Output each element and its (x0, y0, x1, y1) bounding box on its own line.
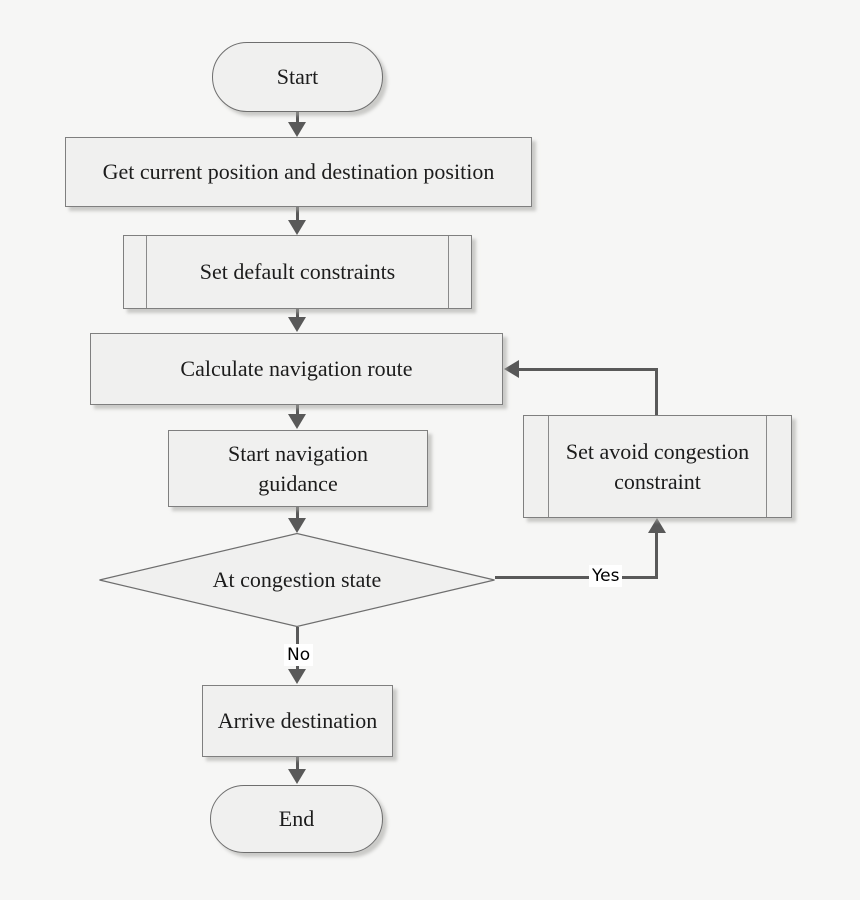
edge-label-yes: Yes (589, 565, 623, 587)
node-start-label: Start (276, 64, 319, 89)
node-set-avoid-constraint: Set avoid congestion constraint (523, 415, 792, 518)
arrowhead-down-icon (288, 669, 306, 684)
node-arrive-destination-label: Arrive destination (217, 708, 378, 733)
arrowhead-left-icon (504, 360, 519, 378)
arrowhead-down-icon (288, 518, 306, 533)
arrowhead-down-icon (288, 414, 306, 429)
node-set-avoid-constraint-label: Set avoid congestion constraint (565, 438, 750, 494)
connector-get-to-setdefault (296, 207, 299, 221)
edge-label-no: No (284, 644, 314, 666)
arrowhead-down-icon (288, 122, 306, 137)
connector-start-to-get (296, 112, 299, 124)
node-arrive-destination: Arrive destination (202, 685, 393, 757)
node-start-guidance: Start navigation guidance (168, 430, 428, 507)
connector-yes-horizontal (495, 576, 658, 579)
arrowhead-down-icon (288, 317, 306, 332)
arrowhead-up-icon (648, 518, 666, 533)
node-calculate-route-label: Calculate navigation route (180, 356, 413, 381)
node-start: Start (212, 42, 383, 112)
node-set-default-constraints: Set default constraints (123, 235, 472, 309)
node-get-position: Get current position and destination pos… (65, 137, 532, 207)
connector-guidance-to-decision (296, 507, 299, 519)
arrowhead-down-icon (288, 220, 306, 235)
node-calculate-route: Calculate navigation route (90, 333, 503, 405)
connector-return-vertical (655, 370, 658, 415)
connector-arrive-to-end (296, 757, 299, 770)
node-end: End (210, 785, 383, 853)
node-congestion-decision-label: At congestion state (212, 567, 382, 592)
connector-calc-to-guidance (296, 405, 299, 415)
connector-yes-vertical (655, 532, 658, 579)
connector-return-horizontal (517, 368, 658, 371)
node-end-label: End (278, 806, 315, 831)
node-congestion-decision: At congestion state (99, 533, 495, 627)
node-set-default-constraints-label: Set default constraints (199, 259, 396, 284)
decision-diamond-shape (99, 533, 495, 627)
connector-setdefault-to-calc (296, 309, 299, 318)
node-start-guidance-label: Start navigation guidance (228, 440, 368, 496)
node-get-position-label: Get current position and destination pos… (102, 159, 495, 184)
arrowhead-down-icon (288, 769, 306, 784)
diamond-outline (99, 533, 495, 627)
